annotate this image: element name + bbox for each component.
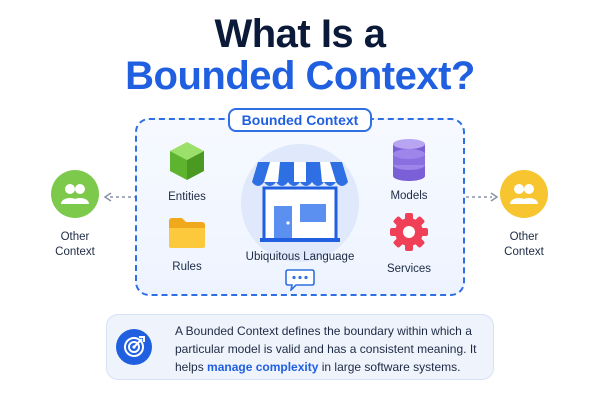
other-context-left-label: Other Context xyxy=(55,231,95,258)
arrow-right-icon xyxy=(466,192,498,202)
bounded-context-label: Bounded Context xyxy=(228,108,372,132)
entities-label: Entities xyxy=(168,191,206,203)
folder-icon xyxy=(169,218,205,248)
models-item: Models xyxy=(374,138,444,202)
page-title-line2: Bounded Context? xyxy=(125,54,475,98)
database-icon xyxy=(393,139,425,181)
services-label: Services xyxy=(386,263,432,275)
chat-bubble-icon xyxy=(285,269,315,291)
rules-item: Rules xyxy=(152,216,222,273)
page-title-line1: What Is a xyxy=(214,12,386,56)
storefront-icon xyxy=(252,162,348,242)
info-panel xyxy=(106,314,494,380)
info-text: A Bounded Context defines the boundary w… xyxy=(175,324,477,374)
cube-icon xyxy=(170,142,204,180)
models-label: Models xyxy=(390,190,428,202)
services-item: Services xyxy=(374,212,444,275)
other-context-right-label: Other Context xyxy=(504,231,544,258)
info-highlight: manage complexity xyxy=(207,360,319,374)
users-icon xyxy=(51,170,99,218)
target-icon xyxy=(116,329,152,365)
users-icon xyxy=(500,170,548,218)
arrow-left-icon xyxy=(104,192,136,202)
other-context-left: Other Context xyxy=(35,170,115,260)
other-context-right: Other Context xyxy=(484,170,564,260)
gear-icon xyxy=(390,213,428,251)
entities-item: Entities xyxy=(152,140,222,203)
rules-label: Rules xyxy=(172,261,202,273)
ubiquitous-language-label: Ubiquitous Language xyxy=(245,251,355,263)
